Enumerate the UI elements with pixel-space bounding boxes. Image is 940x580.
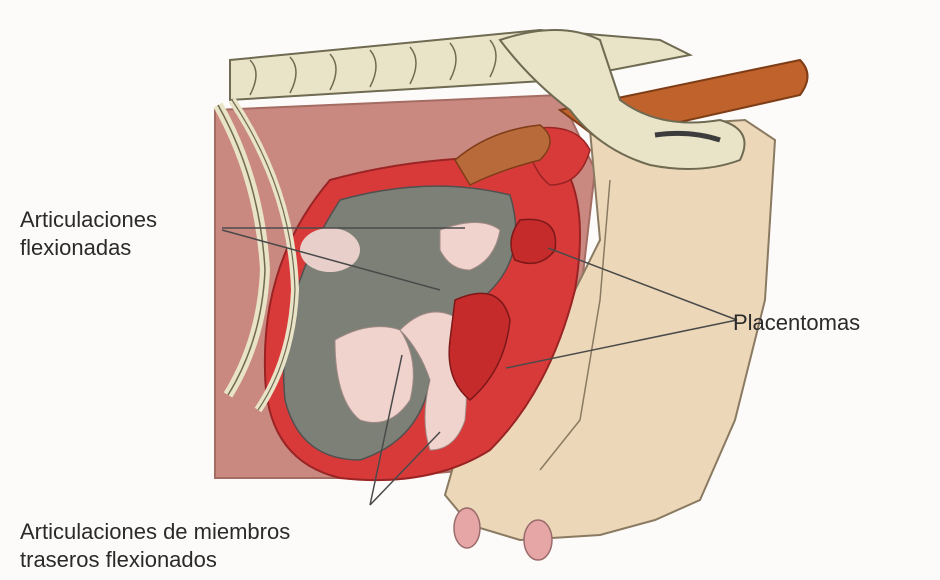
label-hind-limb-joints: Articulaciones de miembros traseros flex… — [20, 518, 290, 574]
teat-left — [454, 508, 480, 548]
teat-right — [524, 520, 552, 560]
label-placentomes: Placentomas — [733, 309, 860, 337]
placentome-upper — [511, 219, 556, 263]
label-flexed-joints: Articulaciones flexionadas — [20, 206, 157, 262]
